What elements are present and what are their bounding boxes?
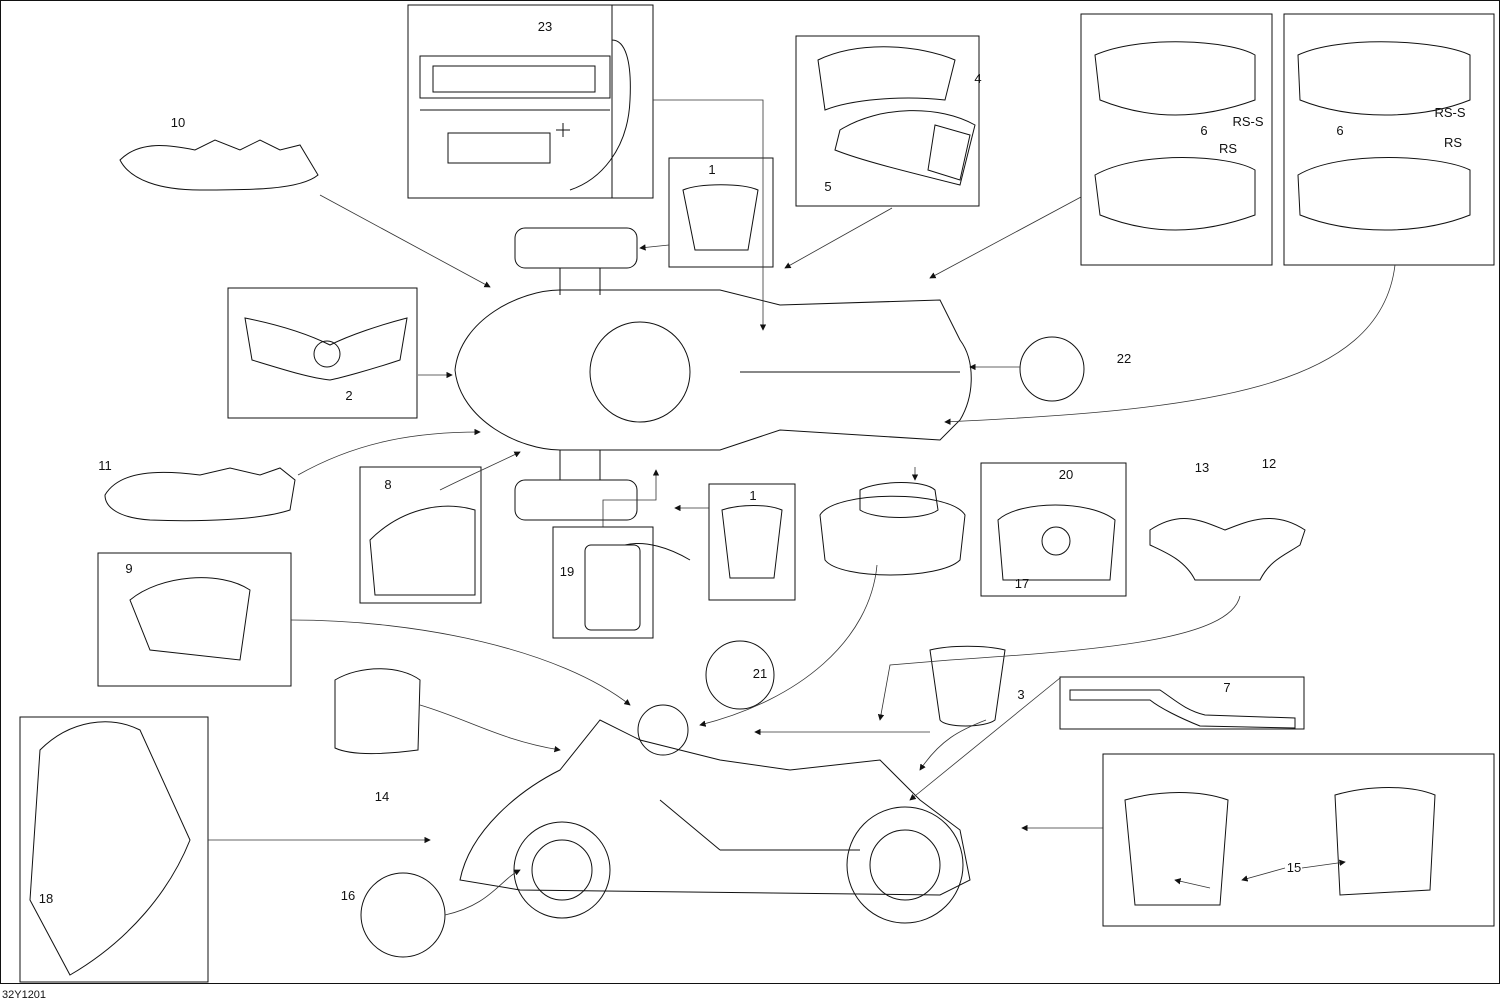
- callout-20: 20: [1058, 467, 1074, 482]
- callout-22: 22: [1116, 351, 1132, 366]
- box-6-rs-b: [1283, 13, 1495, 266]
- box-23: [407, 4, 654, 199]
- callout-5: 5: [824, 179, 832, 194]
- callout-14: 14: [374, 789, 390, 804]
- callout-23: 23: [537, 19, 553, 34]
- box-6-rs-a: [1080, 13, 1273, 266]
- callout-8: 8: [384, 477, 392, 492]
- diagram-code: 32Y1201: [2, 989, 47, 1001]
- box-7: [1059, 676, 1305, 730]
- callout-rs-a: RS: [1218, 141, 1238, 156]
- part-bezel: [859, 482, 939, 518]
- callout-18: 18: [38, 891, 54, 906]
- box-9: [97, 552, 292, 687]
- callout-12: 12: [1261, 456, 1277, 471]
- box-18: [19, 716, 209, 983]
- vehicle-side-view: [459, 719, 971, 896]
- part-cluster: [819, 495, 966, 576]
- callout-rs-b: RS: [1443, 135, 1463, 150]
- callout-6-a: 6: [1200, 123, 1208, 138]
- box-1-top: [668, 157, 774, 268]
- circle-22: [1019, 336, 1085, 402]
- callout-rs-s-a: RS-S: [1232, 114, 1264, 129]
- callout-19: 19: [559, 564, 575, 579]
- circle-16: [360, 872, 446, 958]
- part-12-13: [1149, 517, 1306, 581]
- callout-6-b: 6: [1336, 123, 1344, 138]
- wheel-side-rear: [846, 806, 964, 924]
- box-17-20: [980, 462, 1127, 597]
- wheel-top-left: [514, 227, 638, 269]
- callout-1-top: 1: [708, 162, 716, 177]
- part-11: [104, 467, 296, 522]
- part-10: [119, 139, 319, 191]
- callout-3: 3: [1017, 687, 1025, 702]
- box-8: [359, 466, 482, 604]
- vehicle-top-view: [454, 289, 972, 451]
- wheel-side-front: [513, 821, 611, 919]
- callout-2: 2: [345, 388, 353, 403]
- part-3: [929, 645, 1006, 727]
- callout-11: 11: [98, 458, 112, 473]
- callout-10: 10: [170, 115, 186, 130]
- callout-13: 13: [1194, 460, 1210, 475]
- box-4-5: [795, 35, 980, 207]
- callout-1-bottom: 1: [749, 488, 757, 503]
- box-2: [227, 287, 418, 419]
- callout-9: 9: [125, 561, 133, 576]
- part-14: [334, 668, 421, 754]
- circle-detail-front: [637, 704, 689, 756]
- callout-7: 7: [1223, 680, 1231, 695]
- callout-16: 16: [340, 888, 356, 903]
- callout-21: 21: [752, 666, 768, 681]
- callout-15: 15: [1286, 860, 1302, 875]
- callout-17: 17: [1014, 576, 1030, 591]
- callout-4: 4: [974, 71, 982, 86]
- callout-rs-s-b: RS-S: [1434, 105, 1466, 120]
- circle-21: [705, 640, 775, 710]
- box-15: [1102, 753, 1495, 927]
- box-1-bottom: [708, 483, 796, 601]
